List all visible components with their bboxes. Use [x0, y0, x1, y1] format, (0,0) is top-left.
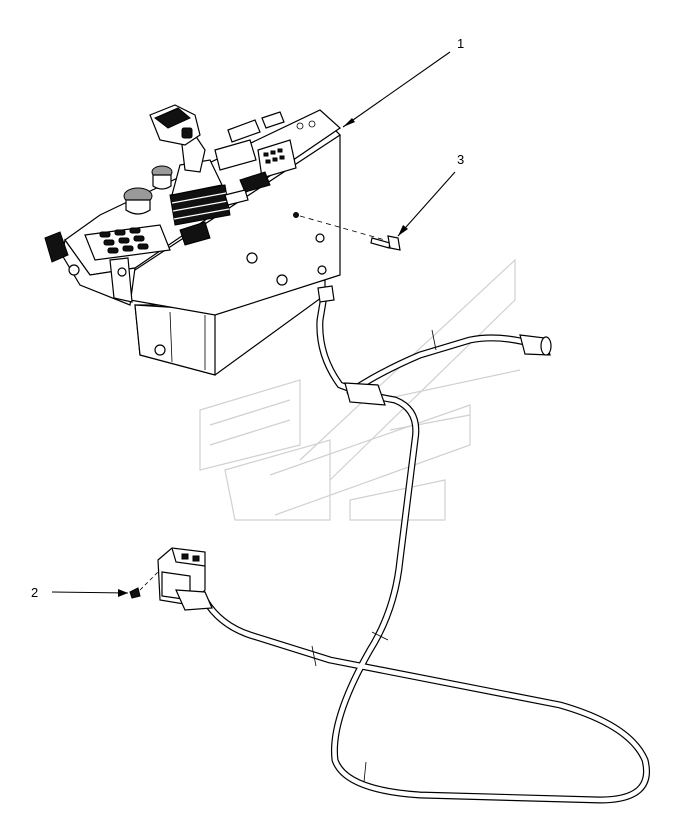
callout-3: 3 — [457, 152, 465, 167]
control-console — [44, 104, 341, 376]
wire-harness — [201, 285, 650, 804]
callout-2: 2 — [31, 585, 39, 600]
connector-plug — [157, 547, 213, 611]
callout-1: 1 — [457, 36, 465, 51]
leader-lines — [51, 51, 456, 597]
screw-item-2 — [129, 569, 161, 599]
bolt-item-3 — [299, 215, 401, 251]
